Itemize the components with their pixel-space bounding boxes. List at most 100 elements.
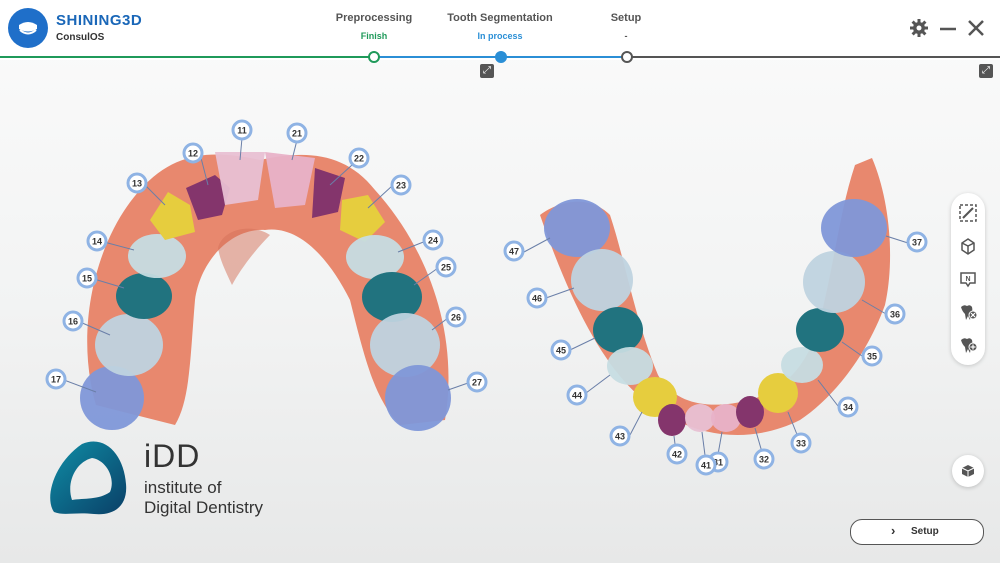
tooth-36[interactable] — [803, 251, 865, 313]
tooth-31[interactable] — [711, 404, 741, 432]
chevron-right-icon: › — [891, 523, 896, 538]
tooth-21[interactable] — [265, 152, 315, 208]
step-setup[interactable]: Setup - — [556, 12, 696, 41]
tooth-label-12[interactable]: 12 — [182, 142, 204, 164]
view-cube-button[interactable] — [952, 455, 984, 487]
tooth-number: 33 — [796, 439, 806, 449]
tooth-11[interactable] — [215, 152, 265, 205]
tooth-24[interactable] — [346, 235, 404, 279]
tooth-label-26[interactable]: 26 — [445, 306, 467, 328]
step-node-preprocessing — [368, 51, 380, 63]
tooth-number: 41 — [701, 461, 711, 471]
tooth-label-41[interactable]: 41 — [695, 454, 717, 476]
tooth-27[interactable] — [385, 365, 451, 431]
edit-brush-icon[interactable] — [958, 203, 978, 223]
tooth-label-21[interactable]: 21 — [286, 122, 308, 144]
step-status: Finish — [360, 31, 388, 41]
tooth-label-24[interactable]: 24 — [422, 229, 444, 251]
tooth-label-14[interactable]: 14 — [86, 230, 108, 252]
product-name: ConsulOS — [56, 32, 105, 43]
watermark-line1: institute of — [144, 478, 222, 497]
tooth-label-37[interactable]: 37 — [906, 231, 928, 253]
tooth-label-36[interactable]: 36 — [884, 303, 906, 325]
tooth-33[interactable] — [758, 373, 798, 413]
tooth-37[interactable] — [821, 199, 887, 257]
tooth-label-44[interactable]: 44 — [566, 384, 588, 406]
cube-icon — [961, 465, 975, 477]
tooth-number: 37 — [912, 238, 922, 248]
tooth-17[interactable] — [80, 366, 144, 430]
tooth-label-13[interactable]: 13 — [126, 172, 148, 194]
tooth-label-32[interactable]: 32 — [753, 448, 775, 470]
tooth-41[interactable] — [685, 404, 715, 432]
tooth-number: 46 — [532, 294, 542, 304]
tooth-15[interactable] — [116, 273, 172, 319]
tooth-label-15[interactable]: 15 — [76, 267, 98, 289]
step-preprocessing[interactable]: Preprocessing Finish — [304, 12, 444, 41]
progress-line-done — [0, 56, 370, 58]
tooth-label-33[interactable]: 33 — [790, 432, 812, 454]
numbering-icon[interactable]: N — [958, 269, 978, 289]
tooth-label-17[interactable]: 17 — [45, 368, 67, 390]
shining3d-logo — [8, 8, 48, 48]
tooth-32[interactable] — [736, 396, 764, 428]
step-node-setup — [621, 51, 633, 63]
tooth-label-22[interactable]: 22 — [348, 147, 370, 169]
tooth-add-icon[interactable] — [958, 335, 978, 355]
setup-button-label: Setup — [911, 526, 939, 537]
right-toolbar: N — [951, 193, 985, 365]
expand-icon[interactable]: ⤢ — [480, 64, 494, 78]
tooth-42[interactable] — [658, 404, 686, 436]
tooth-16[interactable] — [95, 314, 163, 376]
tooth-label-23[interactable]: 23 — [390, 174, 412, 196]
lower-jaw-model[interactable] — [500, 0, 950, 563]
upper-jaw-model[interactable] — [0, 0, 500, 563]
tooth-label-25[interactable]: 25 — [435, 256, 457, 278]
tooth-label-46[interactable]: 46 — [526, 287, 548, 309]
tooth-number: 31 — [713, 458, 723, 468]
tooth-23[interactable] — [340, 195, 385, 242]
minimize-icon[interactable] — [938, 18, 958, 38]
tooth-22[interactable] — [312, 168, 345, 218]
tooth-46[interactable] — [571, 249, 633, 311]
tooth-number: 21 — [292, 129, 302, 139]
tooth-number: 44 — [572, 391, 582, 401]
tooth-14[interactable] — [128, 234, 186, 278]
tooth-26[interactable] — [370, 313, 440, 377]
tooth-label-42[interactable]: 42 — [666, 443, 688, 465]
tooth-47[interactable] — [544, 199, 610, 257]
close-icon[interactable] — [966, 18, 986, 38]
tooth-label-16[interactable]: 16 — [62, 310, 84, 332]
brand-name: SHINING3D — [56, 12, 143, 29]
tooth-remove-icon[interactable] — [958, 302, 978, 322]
tooth-44[interactable] — [607, 347, 653, 385]
tooth-25[interactable] — [362, 272, 422, 322]
expand-icon[interactable]: ⤢ — [979, 64, 993, 78]
tooth-12[interactable] — [186, 175, 230, 220]
tooth-13[interactable] — [150, 192, 195, 240]
tooth-number: 23 — [396, 181, 406, 191]
step-tooth-segmentation[interactable]: Tooth Segmentation In process — [430, 12, 570, 41]
tooth-number: 24 — [428, 236, 438, 246]
tooth-label-43[interactable]: 43 — [609, 425, 631, 447]
tooth-number: 34 — [843, 403, 853, 413]
tooth-label-35[interactable]: 35 — [861, 345, 883, 367]
tooth-label-47[interactable]: 47 — [503, 240, 525, 262]
tooth-number: 15 — [82, 274, 92, 284]
tooth-45[interactable] — [593, 307, 643, 353]
tooth-number: 45 — [556, 346, 566, 356]
tooth-35[interactable] — [796, 308, 844, 352]
tooth-34[interactable] — [781, 347, 823, 383]
tooth-label-45[interactable]: 45 — [550, 339, 572, 361]
tooth-number: 47 — [509, 247, 519, 257]
tooth-label-27[interactable]: 27 — [466, 371, 488, 393]
setup-button[interactable]: › Setup — [850, 519, 984, 545]
tooth-label-11[interactable]: 11 — [231, 119, 253, 141]
gear-icon[interactable] — [909, 18, 929, 38]
tooth-number: 11 — [237, 126, 247, 136]
tooth-number: 43 — [615, 432, 625, 442]
tooth-label-34[interactable]: 34 — [837, 396, 859, 418]
axis-view-icon[interactable] — [958, 236, 978, 256]
tooth-number: 14 — [92, 237, 102, 247]
